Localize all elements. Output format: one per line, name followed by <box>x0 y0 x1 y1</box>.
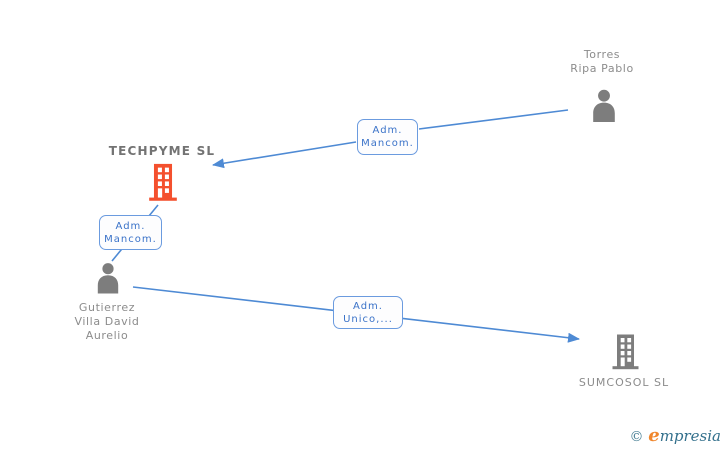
edge-label-line2: Mancom. <box>361 138 414 149</box>
node-label-torres[interactable]: Torres Ripa Pablo <box>570 48 634 76</box>
edge-label-torres-techpyme[interactable]: Adm. Mancom. <box>357 119 418 155</box>
edge-label-line2: Unico,... <box>343 313 393 325</box>
edge-label-gutierrez-techpyme[interactable]: Adm. Mancom. <box>99 215 162 250</box>
edge-box-to-techpyme-arrow <box>212 141 357 169</box>
node-label-gutierrez[interactable]: Gutierrez Villa David Aurelio <box>74 301 139 343</box>
edge-label-gutierrez-sumcosol[interactable]: Adm. Unico,... <box>333 296 403 329</box>
person-icon <box>97 263 119 294</box>
gutierrez-name-line2: Villa David <box>74 315 140 328</box>
techpyme-name: TECHPYME SL <box>108 144 216 158</box>
node-icon-torres[interactable] <box>586 87 622 127</box>
edge-label-line1: Adm. <box>115 220 146 232</box>
torres-name-line1: Torres <box>583 48 621 61</box>
building-icon <box>149 163 177 201</box>
node-label-sumcosol[interactable]: SUMCOSOL SL <box>579 376 669 390</box>
edge-label-line2: Mancom. <box>104 233 157 245</box>
building-icon <box>612 334 639 370</box>
brand-rest: mpresia <box>659 427 721 445</box>
copyright-icon: © <box>629 429 644 445</box>
node-label-techpyme[interactable]: TECHPYME SL <box>109 144 216 158</box>
node-icon-gutierrez[interactable] <box>91 260 125 299</box>
gutierrez-name-line3: Aurelio <box>85 329 129 342</box>
torres-name-line2: Ripa Pablo <box>570 62 634 75</box>
edge-label-line1: Adm. <box>353 300 383 312</box>
edge-label-line1: Adm. <box>372 125 403 136</box>
node-icon-techpyme[interactable] <box>146 162 180 207</box>
gutierrez-name-line1: Gutierrez <box>78 301 136 314</box>
edge-torres-to-box <box>418 109 569 130</box>
empresia-logo[interactable]: © empresia <box>629 425 721 446</box>
node-icon-sumcosol[interactable] <box>609 333 642 375</box>
person-icon <box>593 89 615 122</box>
brand-initial: e <box>648 425 660 446</box>
sumcosol-name: SUMCOSOL SL <box>578 376 670 389</box>
